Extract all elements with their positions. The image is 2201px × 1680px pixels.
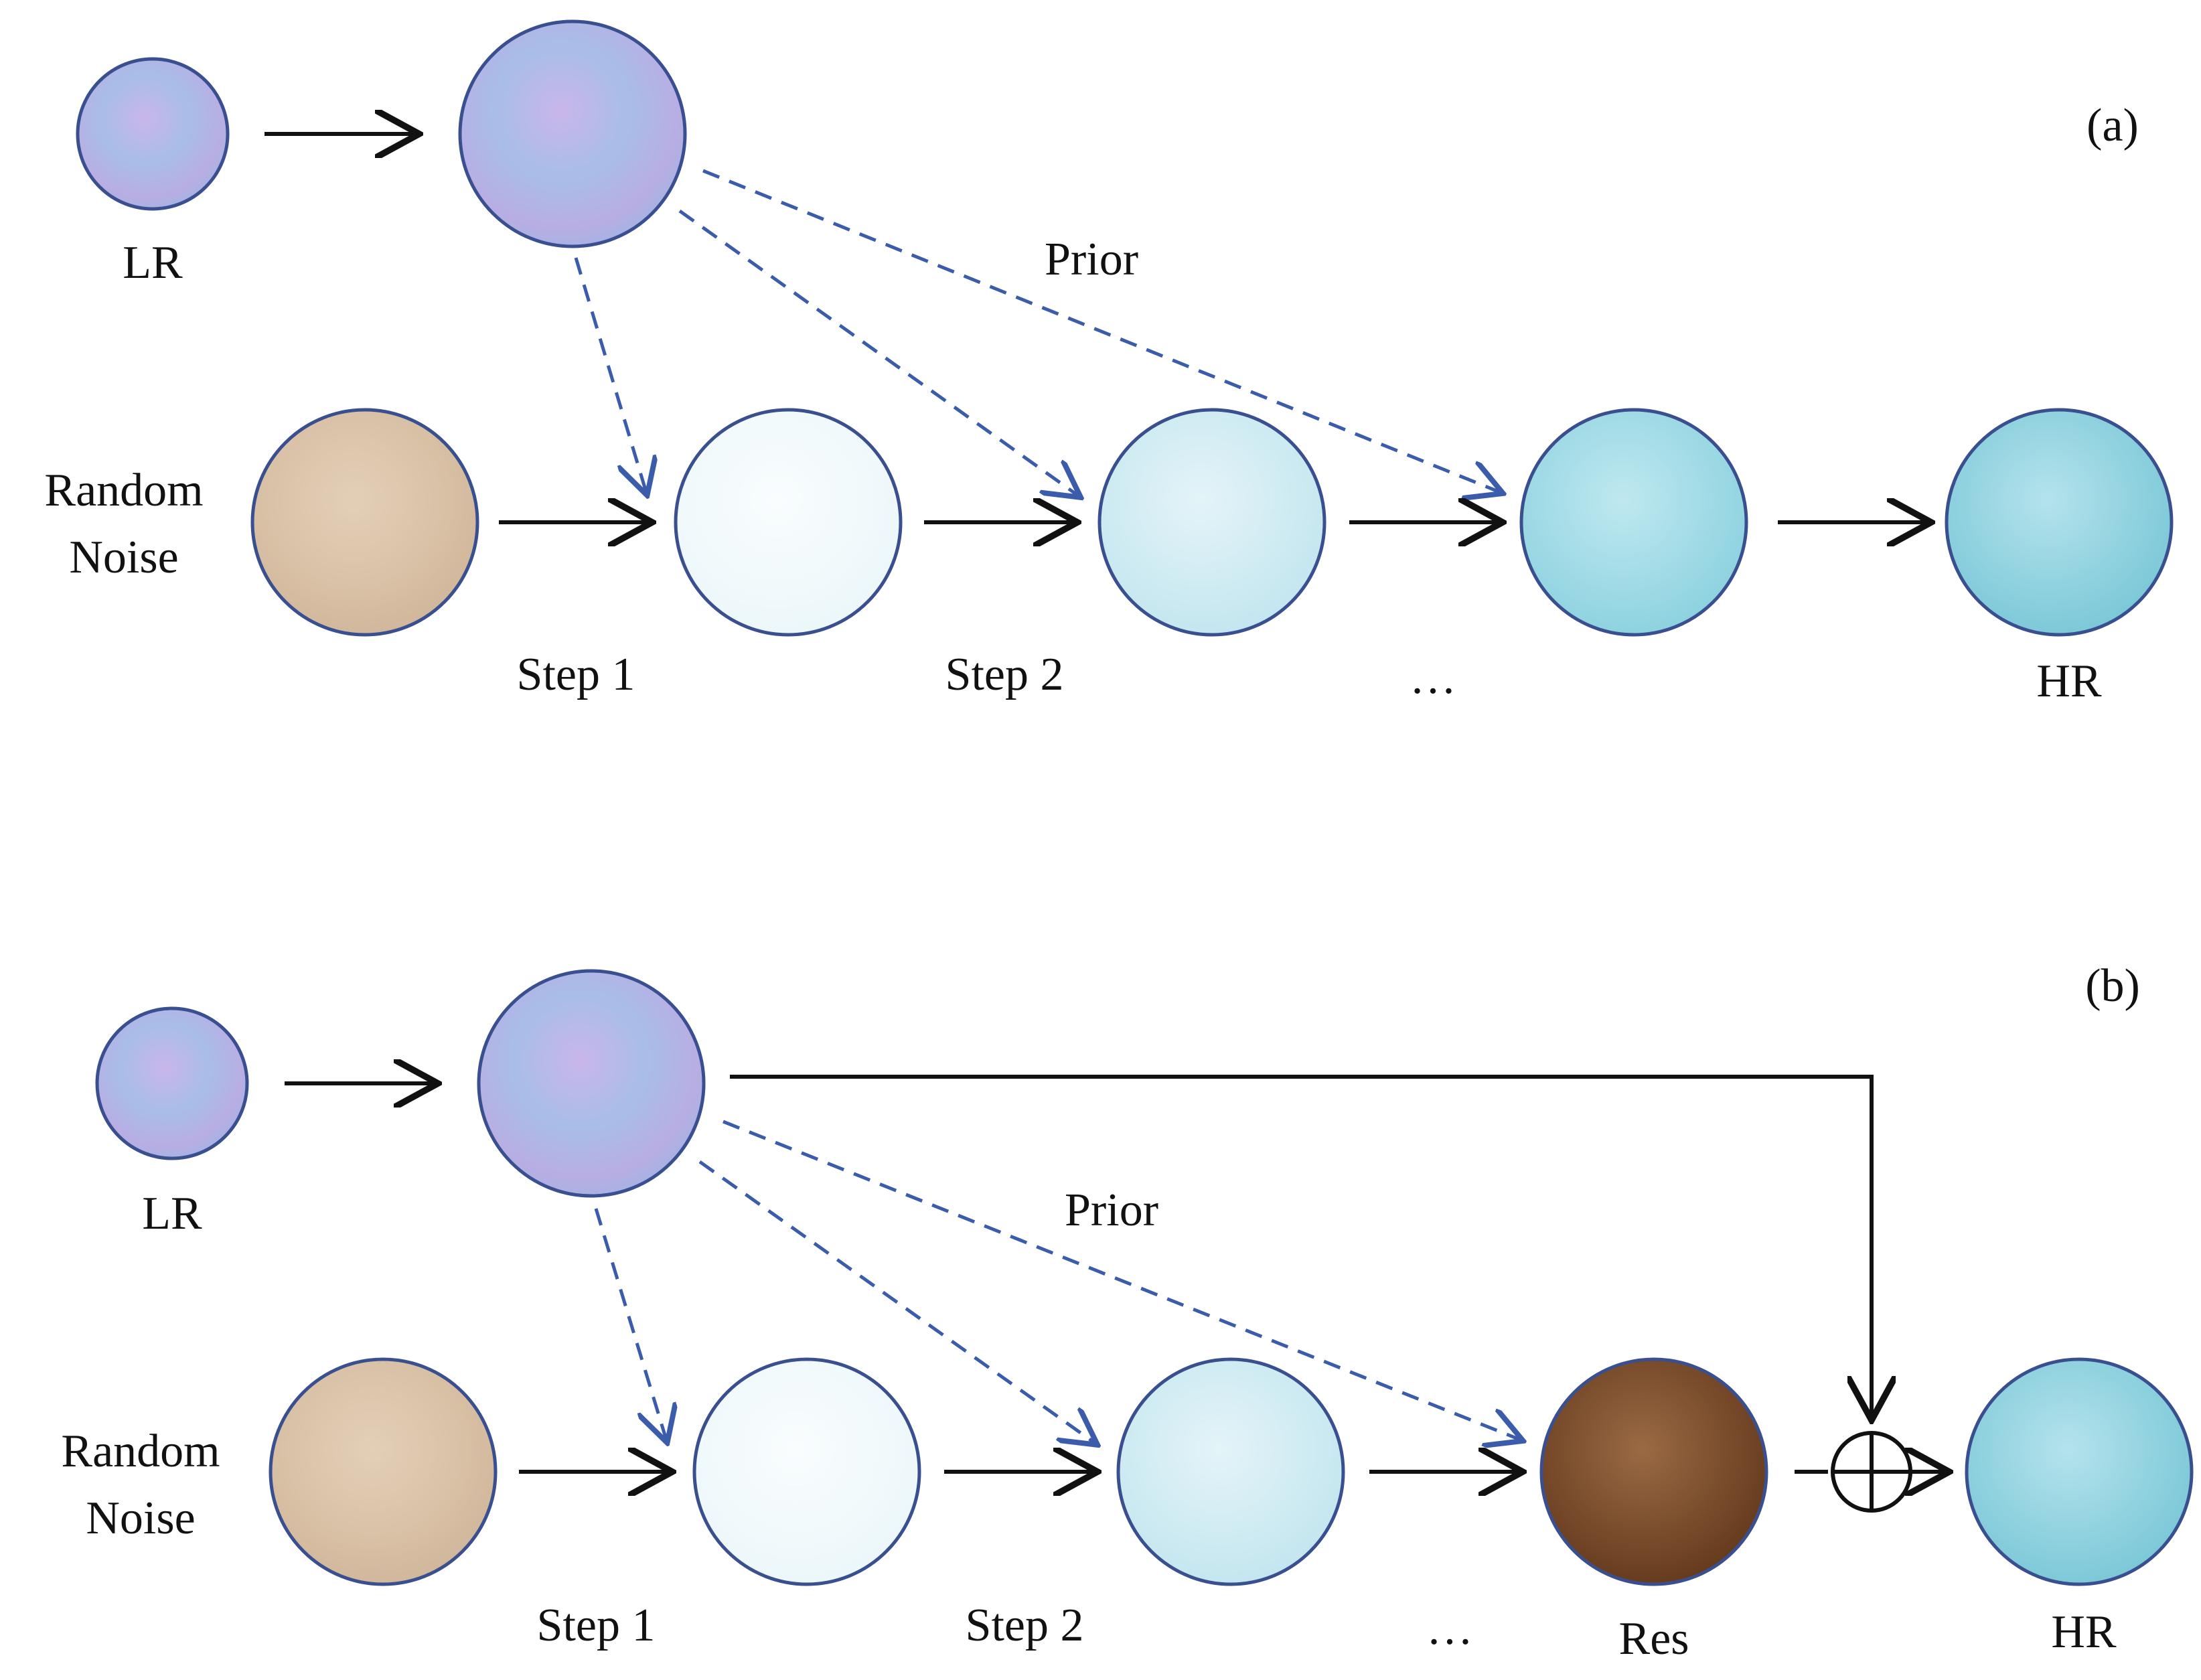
lr-label: LR — [142, 1188, 202, 1239]
upsampled-lr-circle — [477, 969, 706, 1198]
residual-circle — [1539, 1357, 1768, 1586]
noise-label-line1: Random — [44, 465, 203, 516]
prior-label: Prior — [1045, 234, 1138, 285]
prior-arrow-step3 — [702, 169, 1500, 492]
step2-circle — [1116, 1357, 1345, 1586]
upsampled-lr-circle — [458, 19, 687, 248]
step1-label: Step 1 — [537, 1600, 656, 1651]
prior-arrow-res — [723, 1120, 1520, 1440]
hr-label: HR — [2036, 656, 2102, 707]
noise-label-line2: Noise — [86, 1493, 195, 1544]
ellipsis: … — [1426, 1603, 1473, 1655]
prior-arrow-step1 — [594, 1208, 666, 1440]
lr-image-circle — [95, 1006, 249, 1160]
prior-arrow-step2 — [698, 1160, 1095, 1443]
hr-label: HR — [2051, 1606, 2117, 1658]
random-noise-circle — [269, 1357, 498, 1586]
skip-connection-arrow — [730, 1075, 1872, 1416]
step2-label: Step 2 — [966, 1600, 1084, 1651]
step1-circle — [674, 408, 903, 637]
panel-b-tag: (b) — [2085, 960, 2140, 1012]
sum-plus-icon — [1831, 1431, 1912, 1513]
prior-label: Prior — [1065, 1185, 1158, 1236]
lr-image-circle — [76, 57, 230, 211]
ellipsis: … — [1410, 652, 1456, 704]
hr-circle — [1945, 408, 2174, 637]
random-noise-circle — [250, 408, 479, 637]
prior-arrow-step1 — [574, 257, 646, 492]
noise-label-line1: Random — [61, 1426, 220, 1477]
panel-a-tag: (a) — [2086, 100, 2139, 151]
panel-a: (a) LR Prior Random Noise Step 1 Step 2 … — [44, 19, 2174, 707]
step3-circle — [1519, 408, 1748, 637]
noise-label-line2: Noise — [69, 532, 178, 583]
step2-circle — [1097, 408, 1326, 637]
step1-circle — [692, 1357, 921, 1586]
step2-label: Step 2 — [945, 649, 1064, 700]
prior-arrow-step2 — [678, 209, 1078, 495]
res-label: Res — [1619, 1613, 1689, 1665]
lr-label: LR — [123, 237, 183, 289]
step1-label: Step 1 — [517, 649, 635, 700]
hr-circle — [1965, 1357, 2194, 1586]
panel-b: (b) LR Prior Random Noise Step 1 Step 2 … — [61, 960, 2194, 1665]
